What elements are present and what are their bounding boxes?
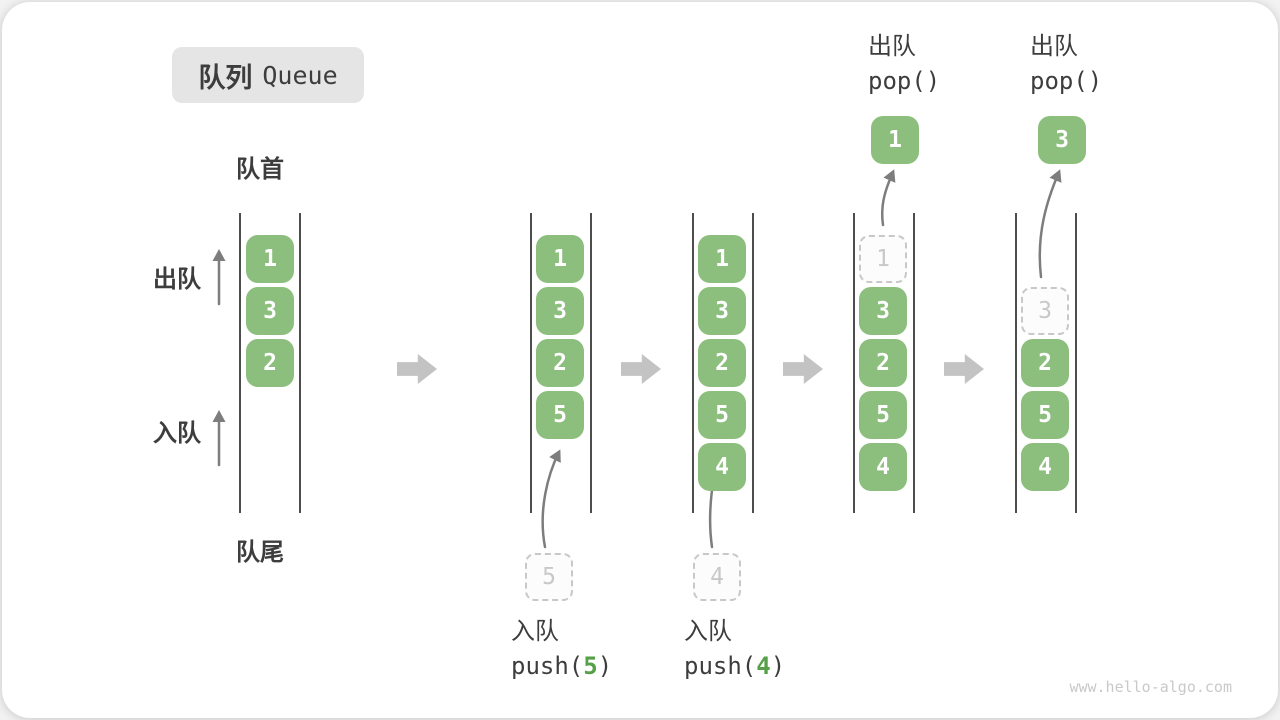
flow-arrow-icon [783,354,823,384]
queue2-op-zh: 入队 [511,618,559,645]
queue3-cell: 1 [698,235,746,283]
queue5-op-code: pop() [1030,67,1103,95]
queue4-cell: 2 [859,339,907,387]
queue5-op-label: 出队 pop() [1030,30,1102,98]
pop-1-arrow-icon [881,169,896,227]
queue3-right-wall [752,213,754,513]
queue2-cell: 1 [536,235,584,283]
queue2-op-label: 入队 push(5) [511,615,612,683]
queue2-right-wall [590,213,592,513]
pop-3-arrow-icon [1038,169,1062,279]
flow-arrow-icon [944,354,984,384]
queue2-cell: 3 [536,287,584,335]
queue5-op-zh: 出队 [1030,33,1078,60]
title-en: Queue [262,60,338,90]
queue3-cell: 3 [698,287,746,335]
queue3-staged-cell: 4 [693,553,741,601]
queue3-cell: 5 [698,391,746,439]
queue3-cell: 2 [698,339,746,387]
queue4-ghost-cell: 1 [859,235,907,283]
queue5-cell: 4 [1021,443,1069,491]
queue3-op-label: 入队 push(4) [684,615,785,683]
queue1-cell: 1 [246,235,294,283]
push-5-arrow-icon [541,449,561,549]
queue4-cell: 3 [859,287,907,335]
flow-arrow-icon [621,354,661,384]
queue5-right-wall [1075,213,1077,513]
queue2-op-code: push(5) [511,652,613,680]
label-enqueue: 入队 [153,420,201,447]
label-dequeue: 出队 [153,266,201,293]
queue1-right-wall [299,213,301,513]
queue4-cell: 5 [859,391,907,439]
queue1-left-wall [239,213,241,513]
queue3-op-code: push(4) [684,652,786,680]
title-badge: 队列 Queue [172,47,364,103]
queue1-cell: 3 [246,287,294,335]
queue3-cell: 4 [698,443,746,491]
flow-arrow-icon [397,354,437,384]
title-zh: 队列 [198,62,253,93]
queue5-cell: 5 [1021,391,1069,439]
queue2-cell: 5 [536,391,584,439]
queue2-left-wall [530,213,532,513]
queue5-cell: 2 [1021,339,1069,387]
queue4-left-wall [853,213,855,513]
queue2-cell: 2 [536,339,584,387]
queue4-cell: 4 [859,443,907,491]
queue2-staged-cell: 5 [525,553,573,601]
watermark: www.hello-algo.com [1069,678,1232,696]
queue4-op-label: 出队 pop() [868,30,940,98]
label-queue-front: 队首 [236,156,284,183]
queue5-popped-cell: 3 [1038,116,1086,164]
queue3-op-zh: 入队 [684,618,732,645]
queue3-left-wall [692,213,694,513]
queue1-cell: 2 [246,339,294,387]
queue4-op-code: pop() [868,67,941,95]
queue4-right-wall [913,213,915,513]
queue4-popped-cell: 1 [871,116,919,164]
queue5-ghost-cell: 3 [1021,287,1069,335]
label-queue-rear: 队尾 [236,539,284,566]
queue4-op-zh: 出队 [868,33,916,60]
queue5-left-wall [1015,213,1017,513]
